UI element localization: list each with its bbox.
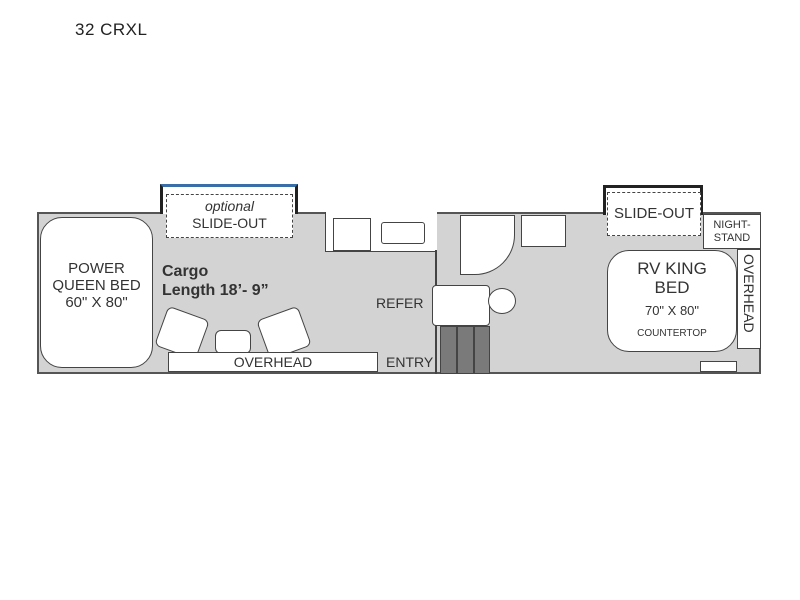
queen-bed-line2: QUEEN BED: [52, 277, 141, 294]
queen-bed-line1: POWER: [68, 260, 125, 277]
countertop-label: COUNTERTOP: [637, 328, 707, 339]
floorplan-title: 32 CRXL: [75, 20, 148, 39]
stove-icon: [333, 218, 371, 251]
nightstand: NIGHT- STAND: [703, 214, 761, 249]
overhead-rear: OVERHEAD: [737, 249, 761, 349]
entry-label: ENTRY: [386, 354, 434, 370]
entry-step: [440, 326, 457, 374]
refer-label: REFER: [376, 295, 424, 311]
table: [215, 330, 251, 354]
sink-icon: [381, 222, 425, 244]
nightstand-line2: STAND: [713, 232, 751, 244]
countertop: [700, 361, 737, 372]
king-bed-line1: RV KING: [637, 259, 707, 278]
front-slide-label: SLIDE-OUT: [192, 215, 267, 231]
entry-step: [457, 326, 474, 374]
refrigerator: [432, 285, 490, 326]
nightstand-line1: NIGHT-: [713, 219, 751, 231]
queen-bed: POWER QUEEN BED 60" X 80": [40, 217, 153, 368]
overhead-front: OVERHEAD: [168, 352, 378, 372]
entry-step: [474, 326, 490, 374]
cargo-label: Cargo Length 18’- 9”: [162, 262, 269, 300]
front-slide-optional: optional: [204, 198, 255, 214]
rear-slide-out: SLIDE-OUT: [607, 192, 701, 236]
king-bed: RV KING BED 70" X 80" COUNTERTOP: [607, 250, 737, 352]
cargo-line2: Length 18’- 9”: [162, 282, 269, 299]
king-bed-size: 70" X 80": [644, 303, 700, 318]
queen-bed-size: 60" X 80": [65, 294, 128, 311]
king-bed-line2: BED: [654, 278, 690, 297]
bath-sink: [521, 215, 566, 247]
cargo-line1: Cargo: [162, 263, 209, 280]
front-slide-out: optional SLIDE-OUT: [166, 194, 293, 238]
overhead-rear-label: OVERHEAD: [741, 254, 757, 333]
toilet-icon: [488, 288, 516, 314]
